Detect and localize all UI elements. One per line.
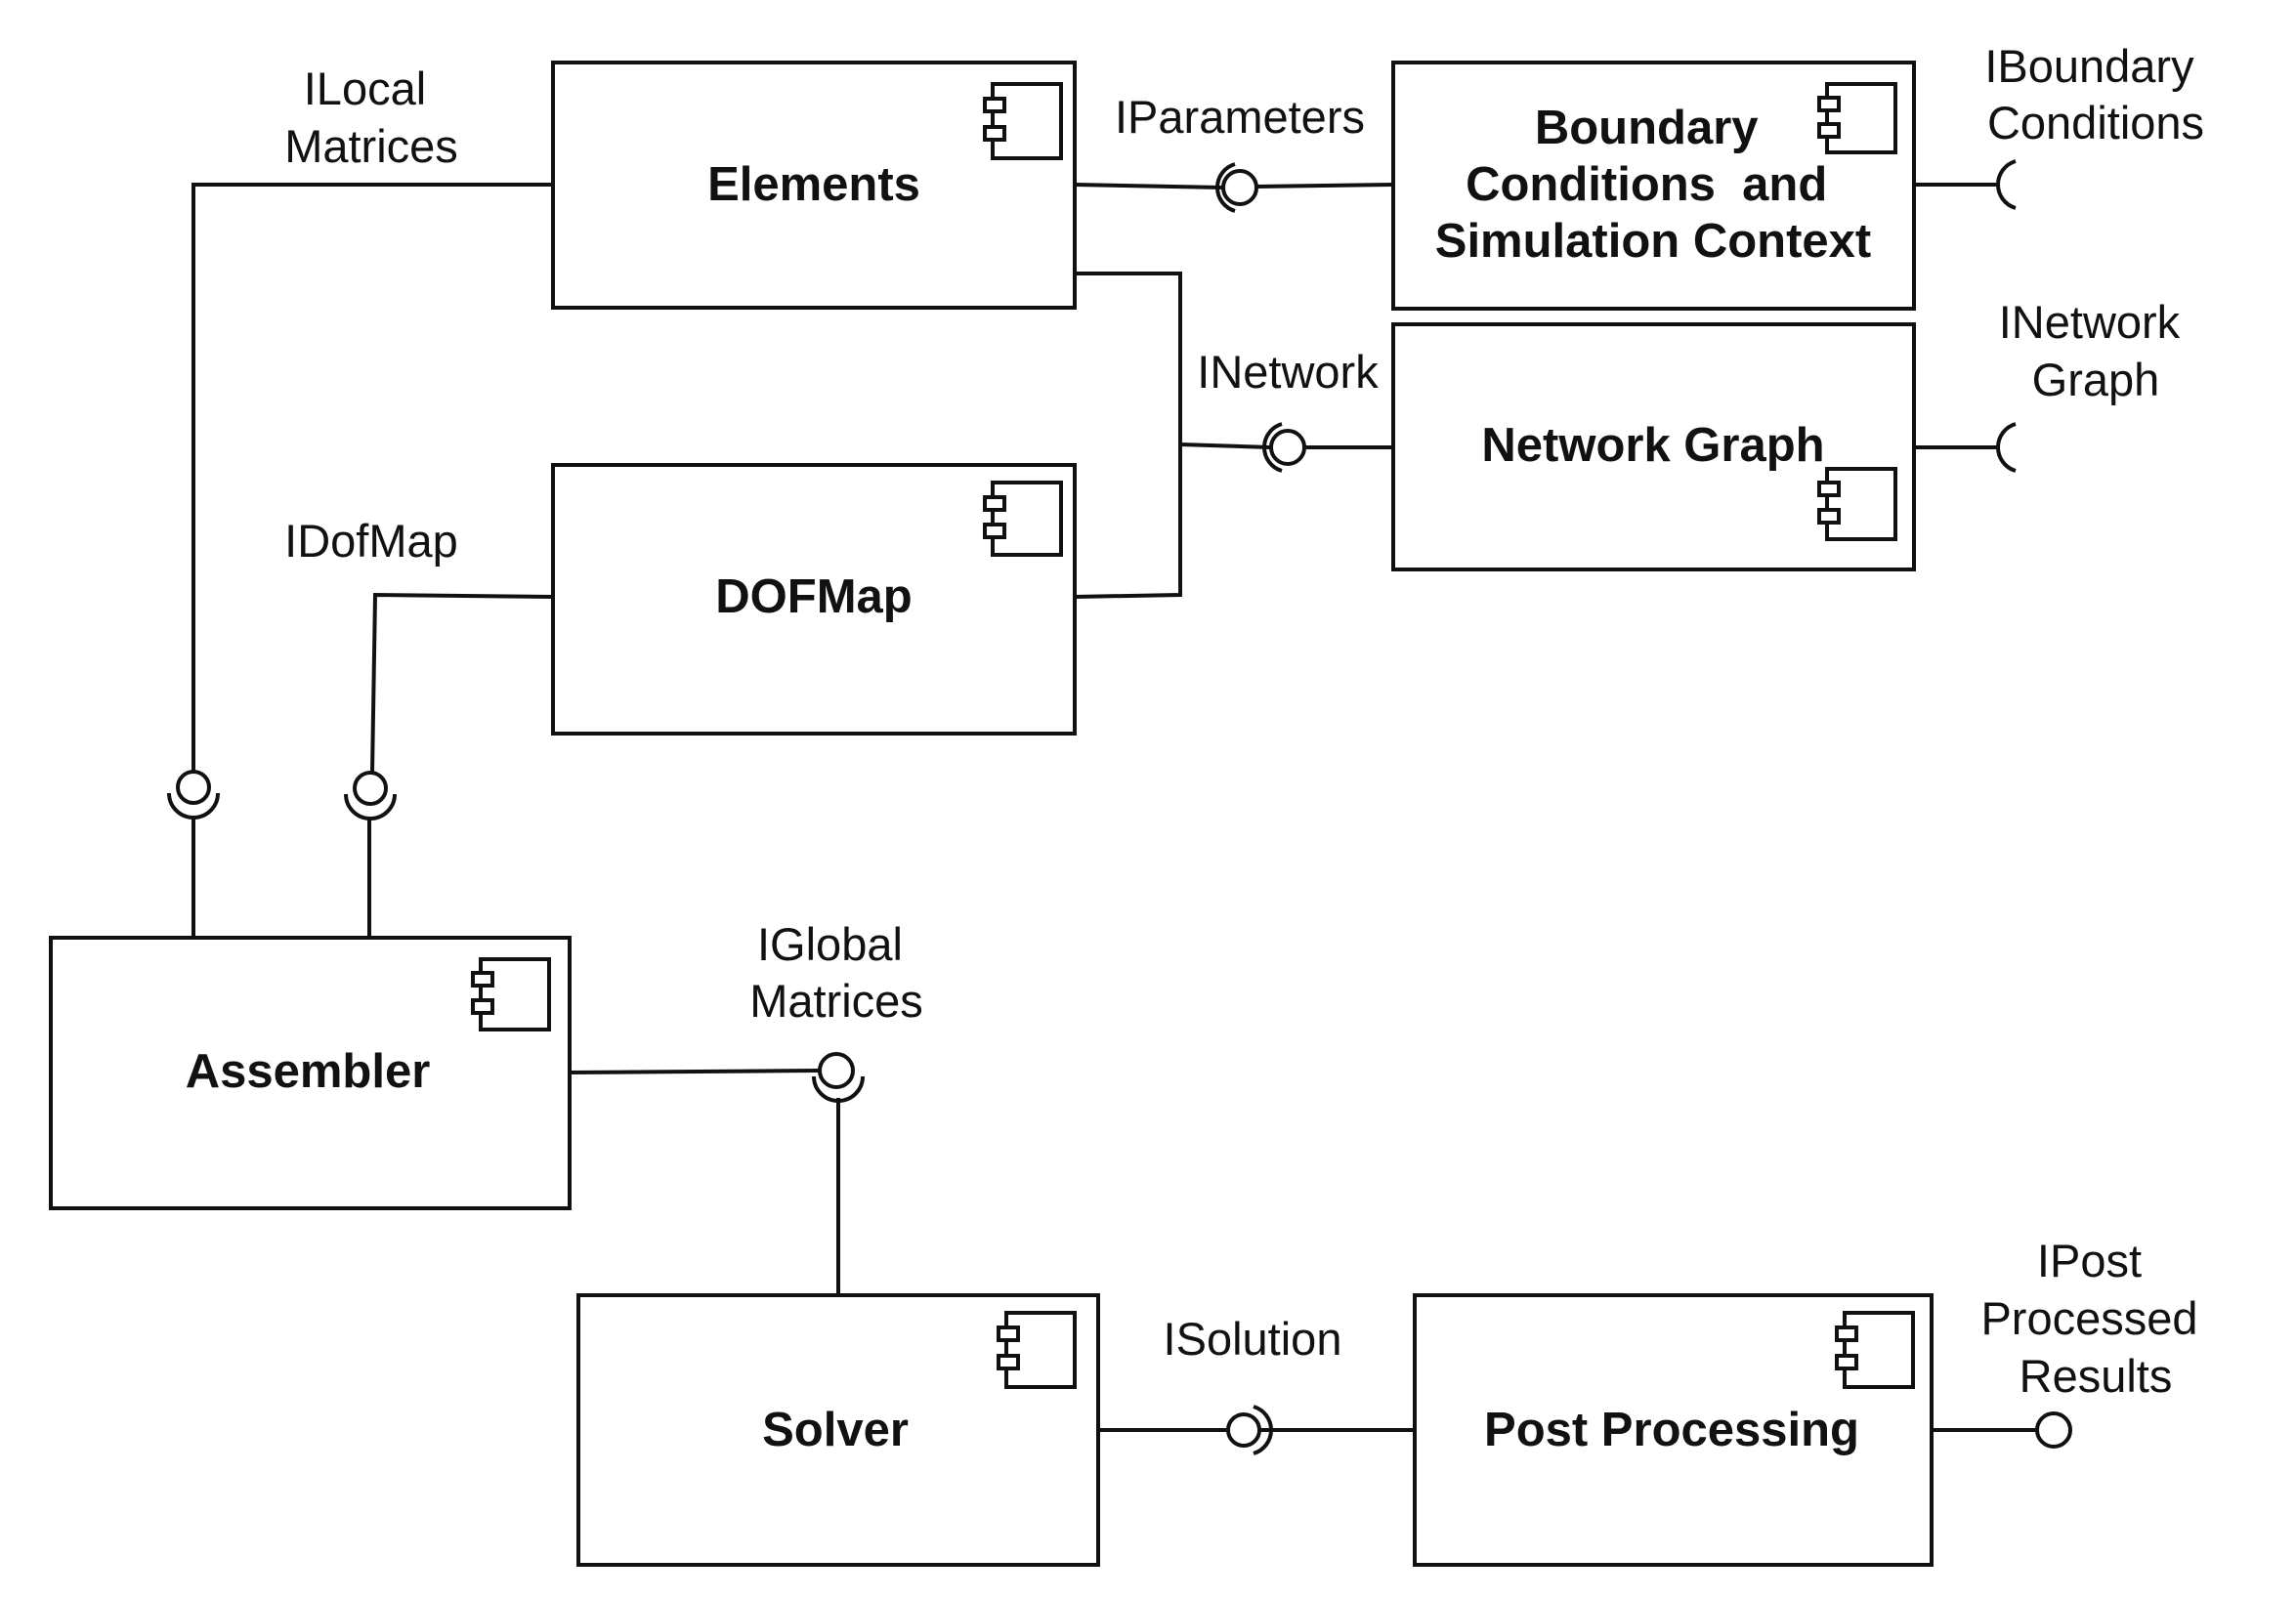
post-processing-name: Post Processing	[1484, 1404, 1859, 1456]
isolution-label: ISolution	[1164, 1313, 1342, 1365]
network-graph-name: Network Graph	[1481, 419, 1824, 472]
iglobal-matrices-ball-icon	[818, 1052, 855, 1089]
connector-lines	[191, 183, 2037, 1432]
ilocal-matrices-socket-icon	[167, 792, 220, 820]
elements-name: Elements	[707, 158, 920, 211]
iparameters-wire-left	[1074, 183, 1224, 189]
iparameters-ball-icon	[1221, 169, 1258, 206]
component-boundary-conditions: Boundary Conditions and Simulation Conte…	[1391, 61, 1916, 311]
ilocal-matrices-label-line-1: ILocal	[304, 63, 426, 114]
iparameters-wire-right	[1254, 183, 1394, 189]
inetwork-graph-label-line-2: Graph	[2032, 354, 2160, 405]
dofmap-name: DOFMap	[715, 570, 912, 623]
inetwork-ball-icon	[1269, 429, 1306, 466]
idofmap-socket-icon	[344, 793, 397, 821]
component-icon	[983, 82, 1063, 160]
component-icon	[1817, 467, 1897, 541]
iglobal-matrices-label: IGlobal Matrices	[749, 918, 923, 1027]
inetwork-graph-socket-icon	[1996, 422, 2017, 473]
inetwork-socket-icon	[1262, 422, 1283, 473]
inetwork-graph-label-line-1: INetwork	[1999, 296, 2181, 348]
iboundary-conditions-label-line-2: Conditions	[1987, 97, 2204, 148]
interface-symbols	[167, 159, 2072, 1455]
component-icon	[983, 481, 1063, 557]
component-icon	[997, 1311, 1077, 1389]
component-icon	[1817, 82, 1897, 154]
interface-labels: ILocal Matrices IParameters IBoundary Co…	[284, 40, 2210, 1402]
iboundary-conditions-socket-icon	[1996, 159, 2017, 210]
component-dofmap: DOFMap	[551, 463, 1077, 736]
inetwork-branch	[1179, 442, 1271, 449]
iboundary-conditions-label: IBoundary Conditions	[1984, 40, 2206, 148]
iglobal-matrices-label-line-2: Matrices	[749, 975, 923, 1027]
component-elements: Elements	[551, 61, 1077, 310]
iglobal-matrices-socket-icon	[812, 1075, 865, 1103]
assembler-name: Assembler	[186, 1045, 431, 1098]
iparameters-label: IParameters	[1115, 91, 1365, 143]
ilocal-matrices-wire	[191, 183, 553, 772]
component-assembler: Assembler	[49, 936, 572, 1210]
idofmap-label: IDofMap	[284, 515, 458, 567]
component-icon	[1835, 1311, 1915, 1389]
boundary-conditions-name-line-2: Conditions and	[1466, 158, 1827, 211]
boundary-conditions-name: Boundary Conditions and Simulation Conte…	[1435, 102, 1871, 268]
isolution-ball-icon	[1226, 1412, 1261, 1448]
inetwork-wire	[1074, 272, 1182, 599]
ipost-processed-results-label-line-3: Results	[2020, 1350, 2173, 1402]
component-post-processing: Post Processing	[1413, 1293, 1934, 1567]
component-solver: Solver	[576, 1293, 1100, 1567]
iglobal-matrices-wire	[569, 1069, 820, 1074]
ilocal-matrices-label-line-2: Matrices	[284, 120, 458, 172]
ilocal-matrices-ball-icon	[176, 770, 211, 805]
inetwork-graph-label: INetwork Graph	[1999, 296, 2193, 405]
iparameters-socket-icon	[1215, 162, 1236, 213]
isolution-socket-icon	[1253, 1405, 1273, 1455]
iglobal-matrices-label-line-1: IGlobal	[757, 918, 903, 970]
idofmap-ball-icon	[353, 771, 388, 806]
component-icon	[471, 957, 551, 1031]
iboundary-conditions-label-line-1: IBoundary	[1984, 40, 2194, 92]
ilocal-matrices-label: ILocal Matrices	[284, 63, 458, 172]
ipost-processed-results-label-line-1: IPost	[2037, 1235, 2142, 1286]
boundary-conditions-name-line-1: Boundary	[1535, 102, 1759, 154]
solver-name: Solver	[762, 1404, 909, 1456]
inetwork-label: INetwork	[1197, 346, 1379, 398]
idofmap-wire	[370, 592, 554, 774]
boundary-conditions-name-line-3: Simulation Context	[1435, 215, 1871, 268]
ipost-processed-results-label: IPost Processed Results	[1980, 1235, 2210, 1402]
component-network-graph: Network Graph	[1391, 322, 1916, 571]
ipost-processed-results-label-line-2: Processed	[1980, 1292, 2197, 1344]
ipost-processed-results-ball-icon	[2035, 1411, 2072, 1449]
